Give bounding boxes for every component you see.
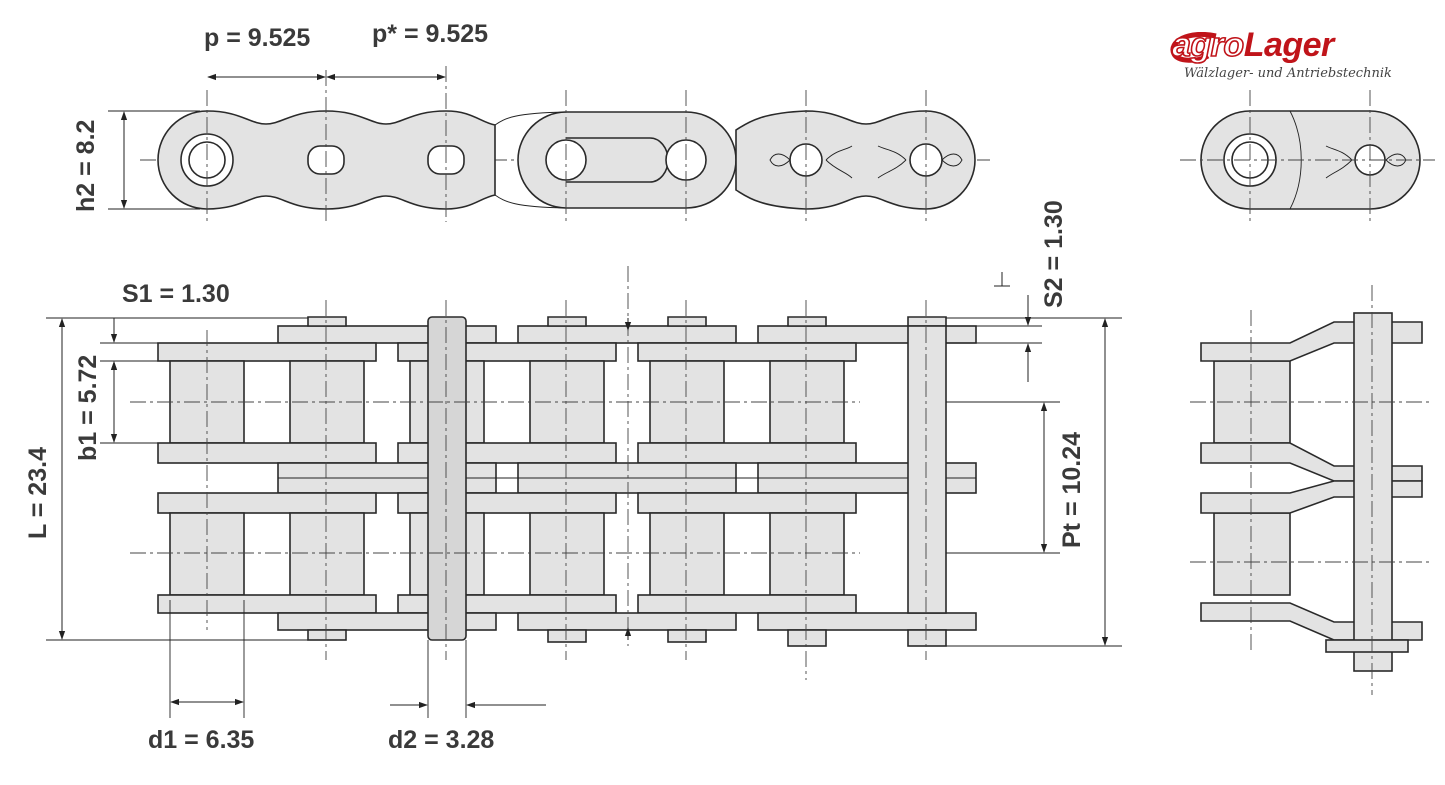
connecting-pin	[427, 316, 467, 641]
end-view-top	[1180, 90, 1435, 222]
dim-d2-label: d2 = 3.28	[388, 726, 494, 754]
side-view	[140, 66, 990, 222]
dim-p-label: p = 9.525	[204, 24, 310, 52]
logo-lager: Lager	[1243, 26, 1335, 64]
dim-h2-label: h2 = 8.2	[72, 120, 100, 212]
dim-p-star-label: p* = 9.525	[372, 20, 488, 48]
logo-agro: agro	[1171, 25, 1245, 65]
dim-s2-label: S2 = 1.30	[1040, 200, 1068, 308]
agrolager-logo: agroLager Wälzlager- und Antriebstechnik	[1170, 25, 1422, 88]
logo-wordmark: agroLager	[1171, 25, 1335, 65]
logo-swoosh-icon	[1170, 32, 1217, 63]
dim-pt-label: Pt = 10.24	[1058, 432, 1086, 548]
outer-link-plate	[735, 110, 976, 210]
dimension-lines	[46, 73, 1122, 718]
dim-L-label: L = 23.4	[24, 447, 52, 539]
dim-b1-label: b1 = 5.72	[74, 355, 102, 461]
end-view-section	[1190, 285, 1430, 695]
top-view	[130, 266, 977, 680]
dim-s1-label: S1 = 1.30	[122, 280, 230, 308]
dim-d1-label: d1 = 6.35	[148, 726, 254, 754]
logo-tagline: Wälzlager- und Antriebstechnik	[1184, 66, 1392, 81]
dimension-labels: p = 9.525 p* = 9.525 h2 = 8.2 S1 = 1.30 …	[24, 20, 1086, 754]
